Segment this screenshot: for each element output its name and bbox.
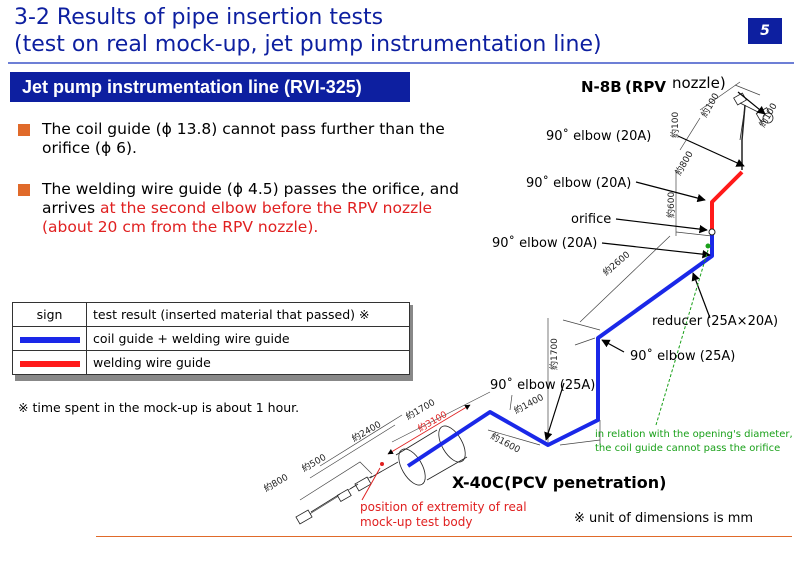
extremity-leader	[361, 467, 381, 501]
pipe-end-fittings	[295, 461, 399, 525]
dim-label-500: 約500	[300, 451, 329, 475]
label-extremity-1: position of extremity of real	[360, 500, 527, 514]
dim-label-100c: 約100	[669, 112, 681, 138]
slide-title: 3-2 Results of pipe insertion tests (tes…	[14, 4, 734, 58]
label-reducer: reducer (25A×20A)	[652, 314, 778, 329]
dim-label-1400: 約1400	[512, 391, 546, 417]
dim-3100-line	[387, 404, 471, 455]
legend-table: sign test result (inserted material that…	[12, 302, 410, 375]
label-elbow-20a-3: 90˚ elbow (20A)	[492, 235, 597, 251]
legend-header-row: sign test result (inserted material that…	[12, 302, 410, 327]
bullet-welding-wire: The welding wire guide (ϕ 4.5) passes th…	[18, 180, 468, 237]
dim-label-1600: 約1600	[489, 430, 523, 456]
title-line-2: (test on real mock-up, jet pump instrume…	[14, 32, 602, 57]
bottom-divider	[96, 536, 792, 537]
legend-label: welding wire guide	[86, 350, 410, 375]
dim-label-800: 約800	[262, 471, 291, 495]
label-n8b-nozzle: nozzle)	[672, 74, 726, 92]
label-elbow-25a-2: 90˚ elbow (25A)	[490, 377, 595, 393]
label-green-note-2: the coil guide cannot pass the orifice	[595, 443, 780, 454]
title-divider	[8, 62, 794, 64]
bullet-coil-guide: The coil guide (ϕ 13.8) cannot pass furt…	[18, 120, 448, 158]
extremity-point	[380, 462, 384, 466]
dim-label-100b: 約100	[698, 91, 722, 120]
bullet-text: The welding wire guide (ϕ 4.5) passes th…	[18, 180, 468, 237]
label-n8b: N-8B	[581, 78, 622, 96]
bullet-text-red: at the second elbow before the RPV nozzl…	[42, 199, 433, 236]
green-leader	[655, 249, 709, 426]
legend-row: welding wire guide	[12, 350, 410, 375]
bullet-square-icon	[18, 184, 30, 196]
time-note: ※ time spent in the mock-up is about 1 h…	[18, 400, 300, 415]
legend-row: coil guide + welding wire guide	[12, 326, 410, 351]
dim-label-1700-vertical: 約1700	[548, 338, 560, 370]
bullet-square-icon	[18, 124, 30, 136]
welding-wire-path	[710, 170, 744, 232]
label-orifice: orifice	[571, 212, 611, 227]
orifice-marker	[708, 228, 716, 236]
label-green-note-1: in relation with the opening's diameter,	[595, 429, 793, 440]
bullet-text-black: The welding wire guide (ϕ 4.5) passes th…	[42, 180, 459, 217]
legend-header-sign: sign	[12, 302, 87, 327]
label-n8b-rpv: (RPV	[625, 78, 666, 96]
dim-label-800-top: 約800	[672, 149, 696, 178]
label-x40c: X-40C	[452, 473, 504, 492]
page-number-badge: 5	[748, 18, 782, 44]
legend-label: coil guide + welding wire guide	[86, 326, 410, 351]
legend-table-wrap: sign test result (inserted material that…	[12, 302, 410, 375]
legend-header-result: test result (inserted material that pass…	[86, 302, 410, 327]
pipe-upper-segment	[741, 104, 746, 170]
legend-blue-line	[19, 336, 80, 343]
green-point	[705, 243, 711, 249]
label-elbow-20a-2: 90˚ elbow (20A)	[526, 175, 631, 191]
label-x40c-pcv: (PCV penetration)	[504, 473, 666, 492]
leader-arrows	[544, 91, 766, 441]
coil-guide-path	[406, 232, 714, 468]
dim-label-600: 約600	[665, 192, 677, 218]
title-line-1: 3-2 Results of pipe insertion tests	[14, 5, 384, 30]
dimension-lines	[299, 81, 761, 521]
label-elbow-25a-1: 90˚ elbow (25A)	[630, 348, 735, 364]
dim-label-2400: 約2400	[350, 418, 384, 444]
label-elbow-20a-1: 90˚ elbow (20A)	[546, 128, 651, 144]
label-extremity-2: mock-up test body	[360, 515, 472, 529]
dim-label-2600: 約2600	[600, 248, 632, 278]
unit-note: ※ unit of dimensions is mm	[574, 511, 754, 526]
section-heading: Jet pump instrumentation line (RVI-325)	[10, 72, 410, 102]
legend-red-line	[19, 360, 80, 367]
legend-swatch-cell	[12, 350, 87, 375]
bullet-text: The coil guide (ϕ 13.8) cannot pass furt…	[42, 120, 445, 157]
